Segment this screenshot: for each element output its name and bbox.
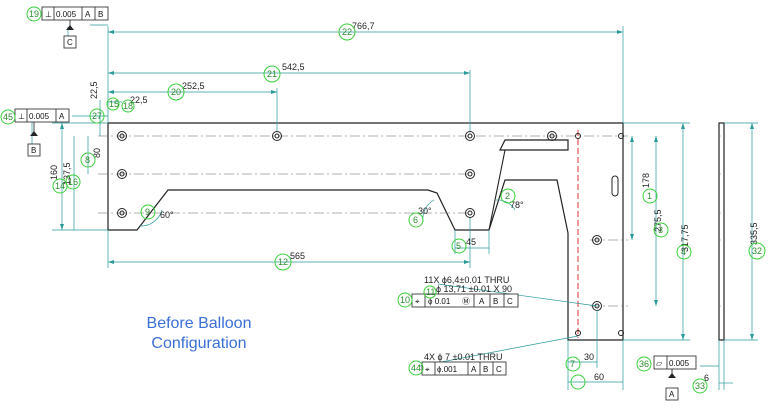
- fcf-flatness: ▱ 0.005: [653, 355, 697, 370]
- arrow-heads: [60, 30, 754, 340]
- balloon-20: 20: [171, 87, 181, 97]
- svg-text:ϕ.001: ϕ.001: [437, 365, 458, 374]
- svg-text:C: C: [507, 297, 513, 306]
- balloons: [0, 6, 766, 394]
- datum-b: B: [27, 122, 41, 157]
- balloon-6: 6: [413, 215, 418, 225]
- dimension-lines: [31, 24, 758, 390]
- balloon-4: 4: [681, 247, 686, 257]
- svg-text:B: B: [483, 365, 488, 374]
- svg-text:C: C: [67, 38, 73, 47]
- balloon-7: 7: [570, 359, 575, 369]
- balloon-36: 36: [639, 359, 649, 369]
- svg-text:A: A: [479, 297, 485, 306]
- svg-text:A: A: [59, 112, 65, 121]
- svg-text:B: B: [98, 10, 103, 19]
- datum-c: C: [63, 20, 77, 49]
- balloon-12: 12: [278, 257, 288, 267]
- dim-22-top: 22,5: [130, 95, 148, 105]
- balloon-18: 18: [123, 101, 133, 111]
- side-view-hidden-lines: [719, 135, 724, 307]
- caption: Before Balloon Configuration: [128, 314, 270, 354]
- svg-text:0.005: 0.005: [29, 112, 50, 121]
- svg-text:Ⓜ: Ⓜ: [462, 297, 470, 306]
- svg-text:A: A: [471, 365, 477, 374]
- holes: [117, 131, 624, 336]
- dim-317: 317,75: [680, 224, 690, 252]
- dim-137: 137,5: [62, 162, 72, 185]
- balloon-8: 8: [85, 155, 90, 165]
- balloon-14: 14: [55, 181, 65, 191]
- centerlines: [98, 135, 628, 307]
- dim-overall-length: 766,7: [352, 21, 375, 31]
- dim-60: 60: [594, 372, 604, 382]
- balloon-16: 16: [68, 177, 78, 187]
- balloon-45: 45: [3, 112, 13, 122]
- side-view-outline: [718, 122, 725, 341]
- note-hole-4x: 4X ϕ 7 ±0.01 THRU: [424, 352, 503, 362]
- svg-text:⊥: ⊥: [18, 112, 25, 121]
- caption-line-2: Configuration: [151, 335, 247, 352]
- dim-565: 565: [290, 251, 305, 261]
- balloon-9: 9: [145, 207, 150, 217]
- fcf-left-perp: ⊥ 0.005 A: [14, 108, 70, 123]
- svg-text:C: C: [496, 365, 502, 374]
- svg-text:B: B: [493, 297, 498, 306]
- svg-text:ϕ 0.01: ϕ 0.01: [428, 297, 451, 306]
- svg-text:▱: ▱: [656, 359, 663, 368]
- upper-tab-outline: [488, 149, 568, 231]
- dim-275: 275,5: [653, 209, 663, 232]
- balloon-10: 10: [400, 295, 410, 305]
- dim-22-left: 22,5: [89, 81, 99, 99]
- part-outline: [107, 122, 624, 341]
- svg-text:0.005: 0.005: [669, 359, 690, 368]
- dim-178: 178: [641, 173, 651, 188]
- dim-542: 542,5: [282, 62, 305, 72]
- svg-text:B: B: [31, 146, 36, 155]
- dim-angle-60: 60°: [160, 210, 174, 220]
- balloon-11: 11: [426, 287, 435, 297]
- balloon-19: 19: [29, 9, 39, 19]
- dim-6: 6: [704, 373, 709, 383]
- balloon-22: 22: [342, 27, 352, 37]
- fcf-position-4x: ⌖ ϕ.001 A B C: [421, 361, 507, 376]
- dim-80: 80: [92, 148, 102, 158]
- note-cbore: ϕ 13,71 ±0.01 X 90: [436, 284, 512, 294]
- caption-line-1: Before Balloon: [146, 315, 252, 332]
- dim-angle-30: 30°: [418, 206, 432, 216]
- datum-a: A: [665, 369, 679, 401]
- dim-252: 252,5: [182, 81, 205, 91]
- balloon-32: 32: [752, 246, 762, 256]
- dim-angle-78: 78°: [510, 200, 524, 210]
- slot: [611, 175, 619, 197]
- dim-45: 45: [466, 237, 476, 247]
- svg-text:0.005: 0.005: [56, 10, 77, 19]
- fcf-top-perp: ⊥ 0.005 A B: [41, 6, 109, 21]
- balloon-33: 33: [695, 381, 705, 391]
- svg-text:⌖: ⌖: [425, 365, 430, 374]
- balloon-21: 21: [267, 69, 277, 79]
- balloon-1: 1: [647, 191, 652, 201]
- svg-text:A: A: [85, 10, 91, 19]
- svg-text:A: A: [669, 390, 675, 399]
- balloon-15: 15: [109, 99, 119, 109]
- svg-text:⊥: ⊥: [45, 10, 52, 19]
- note-hole-11x: 11X ϕ6,4±0.01 THRU: [424, 275, 509, 285]
- dim-335: 335,5: [749, 222, 759, 245]
- balloon-3: 3: [658, 225, 663, 235]
- dim-160: 160: [49, 165, 59, 180]
- dim-30: 30: [584, 352, 594, 362]
- balloon-44: 44: [411, 363, 421, 373]
- balloon-27: 27: [92, 111, 102, 121]
- balloon-5: 5: [456, 241, 461, 251]
- balloon-2: 2: [505, 191, 510, 201]
- svg-text:⌖: ⌖: [415, 297, 420, 306]
